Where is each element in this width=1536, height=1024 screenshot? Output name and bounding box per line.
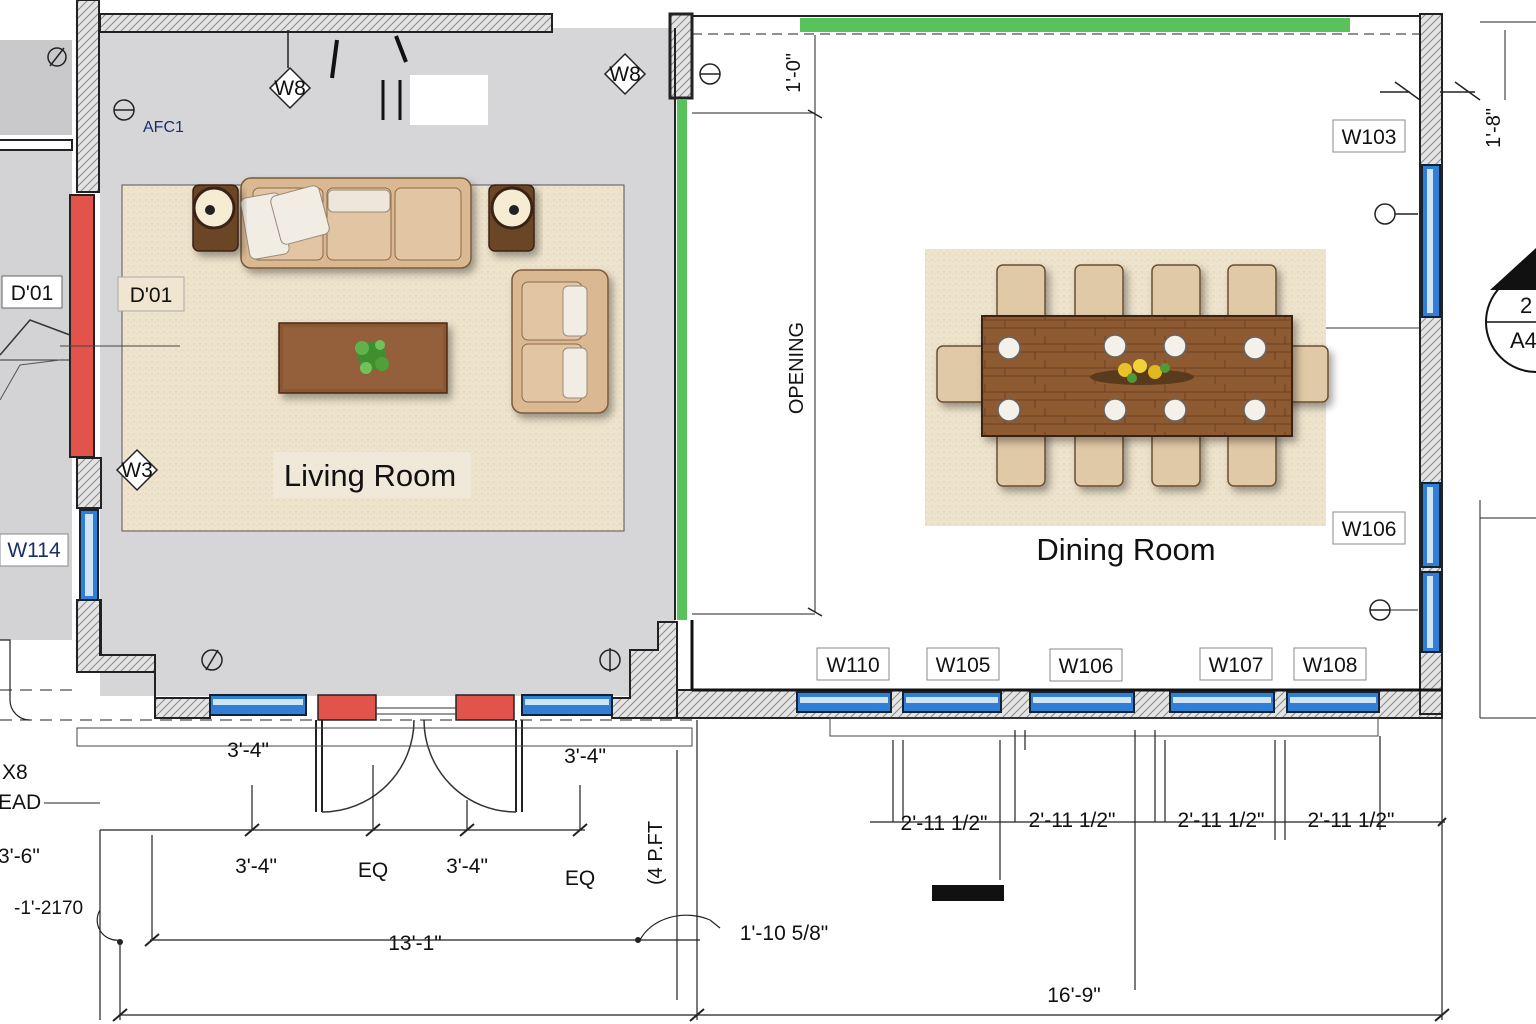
- svg-text:W106: W106: [1342, 518, 1397, 541]
- annotation-ead: EAD: [0, 791, 41, 814]
- dim-eq2: EQ: [565, 867, 595, 890]
- tag-w103: W103: [1332, 119, 1406, 153]
- place-settings: [997, 334, 1267, 422]
- dimension-ticks: [112, 817, 1450, 1022]
- living-bottom-openings: [209, 694, 613, 813]
- tag-w114: W114: [0, 533, 69, 567]
- tag-w108: W108: [1293, 647, 1367, 681]
- living-room-label: Living Room: [284, 458, 456, 493]
- outlet-icon: [113, 63, 1418, 672]
- svg-text:OPENING: OPENING: [786, 322, 808, 414]
- svg-text:W8: W8: [609, 63, 641, 86]
- loveseat: [511, 269, 609, 414]
- dim-dw3: 2'-11 1/2": [1178, 809, 1265, 832]
- dim-dw2: 2'-11 1/2": [1029, 809, 1116, 832]
- dim-1-2170: -1'-2170: [14, 898, 83, 919]
- svg-text:W114: W114: [7, 539, 61, 562]
- dim-13-1: 13'-1": [388, 932, 442, 955]
- lamp-table-left: [192, 184, 239, 252]
- svg-text:W3: W3: [121, 459, 153, 482]
- svg-text:A4: A4: [1510, 328, 1536, 353]
- centerpiece-icon: [1090, 359, 1194, 385]
- tag-w106-side: W106: [1332, 511, 1406, 545]
- svg-text:D'01: D'01: [130, 284, 173, 307]
- svg-text:W105: W105: [936, 654, 991, 677]
- tag-w8-left: W8: [268, 66, 312, 110]
- opening-marker-side: [677, 100, 687, 620]
- dim-win-right: 3'-4": [564, 745, 606, 768]
- dining-right-windows: [1421, 164, 1441, 653]
- svg-text:W103: W103: [1342, 126, 1397, 149]
- tag-w8-right: W8: [603, 52, 647, 96]
- svg-text:W106: W106: [1059, 655, 1114, 678]
- svg-text:W110: W110: [826, 654, 879, 677]
- door-jamb-left: [69, 194, 95, 458]
- tag-w105: W105: [926, 647, 1000, 681]
- dining-chairs: [936, 264, 1329, 487]
- dim-offset: 1'-10 5/8": [740, 922, 829, 945]
- svg-text:D'01: D'01: [11, 282, 54, 305]
- svg-text:W8: W8: [274, 77, 306, 100]
- sofa: [240, 177, 472, 269]
- tag-w106-bottom: W106: [1049, 648, 1123, 682]
- dim-3-6: 3'-6": [0, 845, 40, 868]
- dashed-guides: [0, 689, 692, 721]
- door-swing-icon: [0, 319, 71, 356]
- dim-dw1: 2'-11 1/2": [901, 812, 988, 835]
- outlet-icon: [47, 47, 67, 67]
- right-dimension-marks: 1'-8": [1380, 21, 1536, 719]
- lamp-table-right: [488, 184, 535, 252]
- plant-icon: [355, 340, 389, 374]
- svg-text:W107: W107: [1209, 654, 1264, 677]
- svg-text:1'-0": 1'-0": [783, 53, 805, 93]
- section-marker: 2 A4: [1485, 248, 1536, 373]
- dining-room-label: Dining Room: [1036, 532, 1215, 567]
- dining-bottom-windows: [796, 691, 1380, 713]
- svg-text:W108: W108: [1303, 654, 1358, 677]
- opening-marker-top: [800, 18, 1350, 32]
- switch-marks: [330, 35, 488, 125]
- afc-label: AFC1: [143, 119, 184, 136]
- dim-seg1: 3'-4": [235, 855, 277, 878]
- annotation-x8: X8: [2, 761, 28, 784]
- dimension-lines: [0, 639, 1445, 1020]
- tag-d01-right: D'01: [117, 276, 185, 312]
- dim-eq1: EQ: [358, 859, 388, 882]
- dim-16-9: 16'-9": [1047, 984, 1101, 1007]
- dim-win-left: 3'-4": [227, 739, 269, 762]
- scale-bar: [932, 885, 1004, 901]
- annotation-pft: (4 P.FT: [645, 821, 667, 885]
- tag-w3: W3: [115, 448, 159, 492]
- tag-w107: W107: [1199, 647, 1273, 681]
- tag-d01-left: D'01: [1, 275, 63, 309]
- dim-dw4: 2'-11 1/2": [1308, 809, 1395, 832]
- opening-dimension: OPENING 1'-0": [692, 35, 823, 617]
- tag-w110: W110: [816, 647, 890, 681]
- dim-seg2: 3'-4": [446, 855, 488, 878]
- svg-text:1'-8": 1'-8": [1483, 108, 1505, 148]
- svg-text:2: 2: [1520, 293, 1532, 318]
